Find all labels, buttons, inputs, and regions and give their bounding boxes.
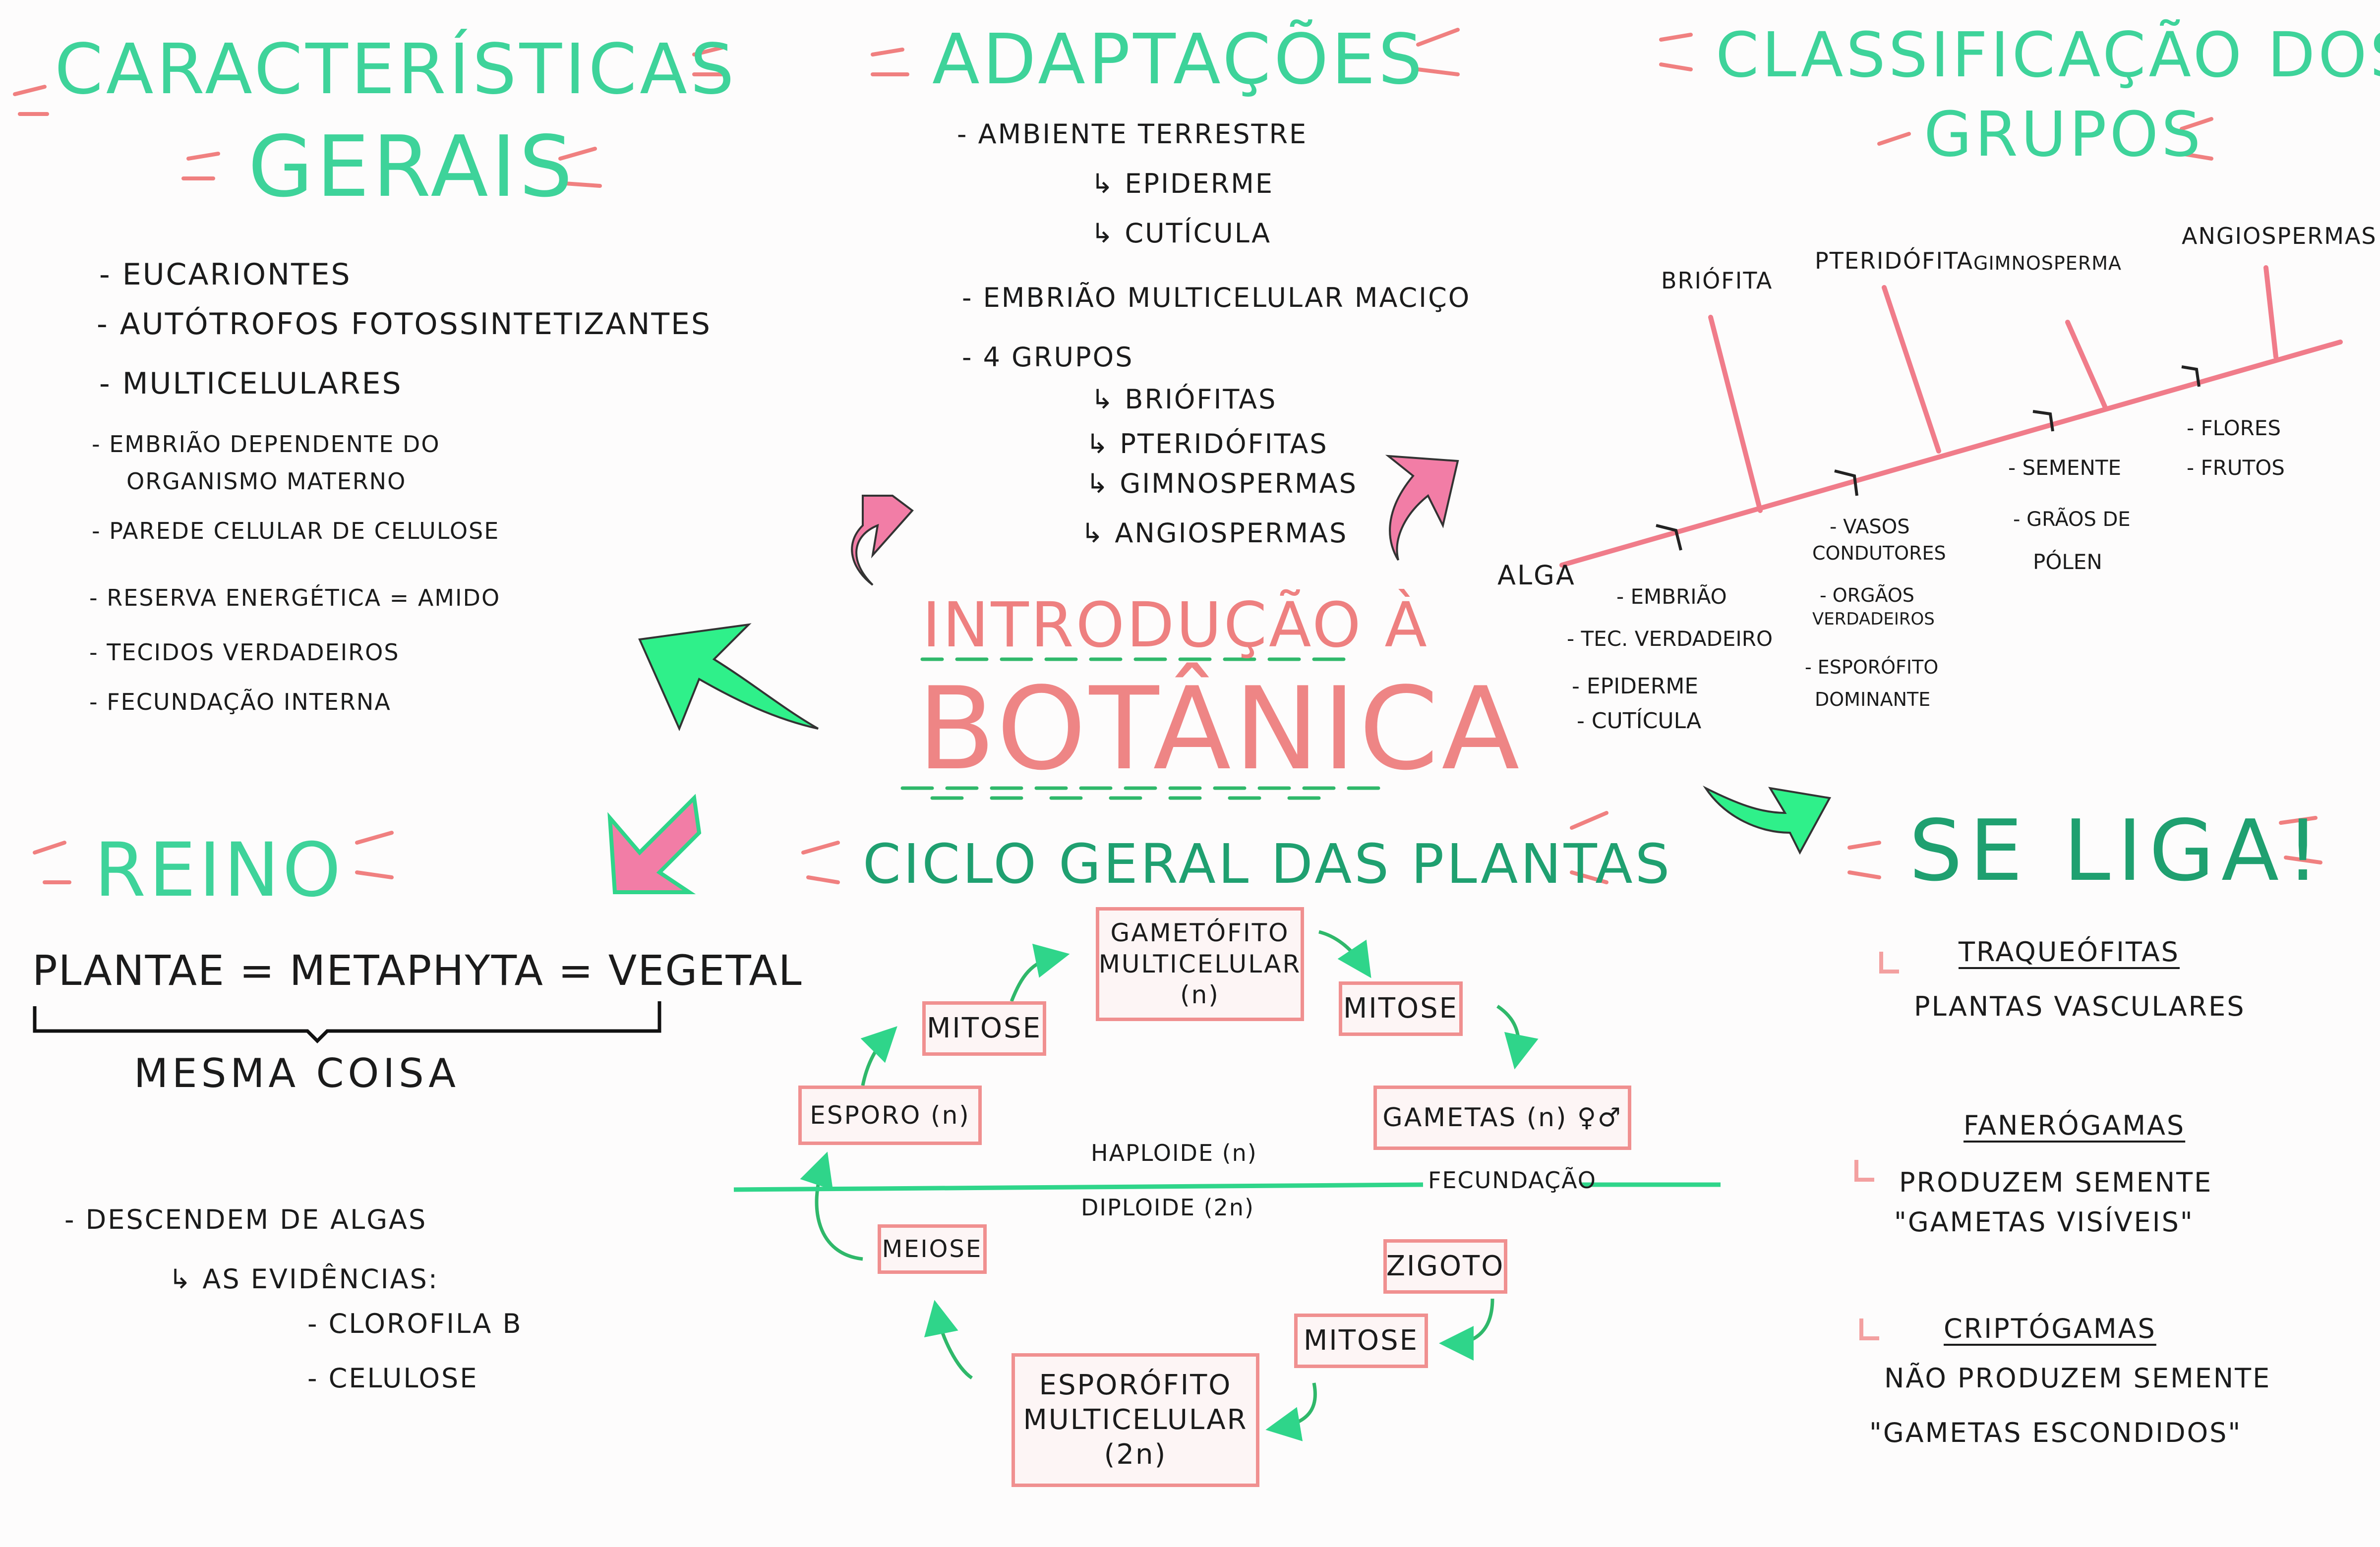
trait: - FRUTOS <box>2187 456 2285 480</box>
caracteristicas-item: - PAREDE CELULAR DE CELULOSE <box>92 517 500 544</box>
reino-descendem: - DESCENDEM DE ALGAS <box>64 1204 427 1235</box>
box-gametas: GAMETAS (n) ♀♂ <box>1373 1086 1631 1150</box>
reino-equation: PLANTAE = METAPHYTA = VEGETAL <box>32 946 803 995</box>
arrow-bullet-icon <box>1854 1160 1874 1182</box>
haploid-diploid-line <box>733 1182 1721 1192</box>
traqueofitas-desc: PLANTAS VASCULARES <box>1914 991 2246 1022</box>
trait: - CUTÍCULA <box>1577 708 1702 734</box>
arrow-bottom-right-green <box>1703 785 1832 855</box>
adaptacoes-item: - EMBRIÃO MULTICELULAR MACIÇO <box>962 282 1471 313</box>
seliga-title: SE LIGA! <box>1909 802 2327 900</box>
classificacao-title-line1: CLASSIFICAÇÃO DOS <box>1716 19 2380 91</box>
center-dashes <box>900 657 1380 800</box>
caracteristicas-item: - EMBRIÃO DEPENDENTE DO <box>92 431 440 458</box>
adaptacoes-item: ↳ ANGIOSPERMAS <box>1081 517 1348 549</box>
arrow-top-right <box>1385 455 1459 561</box>
reino-evidence-item: - CELULOSE <box>307 1363 478 1394</box>
box-gametofito: GAMETÓFITO MULTICELULAR (n) <box>1096 907 1304 1021</box>
adaptacoes-item: - AMBIENTE TERRESTRE <box>957 118 1308 150</box>
box-esporo: ESPORO (n) <box>798 1086 982 1145</box>
adaptacoes-item: ↳ EPIDERME <box>1091 168 1274 199</box>
trait: DOMINANTE <box>1815 688 1931 710</box>
trait: - ORGÃOS <box>1820 584 1914 606</box>
reino-same: MESMA COISA <box>134 1050 460 1096</box>
label-fecundacao: FECUNDAÇÃO <box>1428 1167 1597 1194</box>
group-label-pteridofita: PTERIDÓFITA <box>1815 247 1974 274</box>
trait: VERDADEIROS <box>1812 609 1935 629</box>
label-diploide: DIPLOIDE (2n) <box>1081 1194 1254 1221</box>
caracteristicas-item: - RESERVA ENERGÉTICA = AMIDO <box>89 584 501 611</box>
caracteristicas-title-line2: GERAIS <box>248 118 576 216</box>
caracteristicas-item: - AUTÓTROFOS FOTOSSINTETIZANTES <box>97 307 712 342</box>
reino-brace <box>33 1001 661 1043</box>
trait: - EPIDERME <box>1572 674 1699 699</box>
arrow-bullet-icon <box>1859 1318 1879 1340</box>
trait: - GRÃOS DE <box>2013 508 2131 531</box>
box-mitose-bottom: MITOSE <box>1294 1314 1428 1368</box>
trait: CONDUTORES <box>1812 542 1946 564</box>
traqueofitas-title: TRAQUEÓFITAS <box>1959 936 2180 968</box>
box-esporofito: ESPORÓFITO MULTICELULAR (2n) <box>1012 1353 1259 1487</box>
arrow-top-left <box>851 495 914 586</box>
caracteristicas-title-line1: CARACTERÍSTICAS <box>55 29 737 110</box>
adaptacoes-item: ↳ BRIÓFITAS <box>1091 384 1277 415</box>
arrow-left-green <box>638 623 819 732</box>
center-title-line1: INTRODUÇÃO À <box>922 589 1429 661</box>
trait: - VASOS <box>1830 516 1910 538</box>
adaptacoes-item: - 4 GRUPOS <box>962 342 1134 373</box>
reino-title: REINO <box>94 827 344 914</box>
cycle-arrows <box>800 930 1539 1441</box>
classificacao-title-line2: GRUPOS <box>1924 99 2204 171</box>
reino-evidence-item: - CLOROFILA B <box>307 1308 523 1339</box>
adaptacoes-title: ADAPTAÇÕES <box>932 19 1426 100</box>
cladogram-root: ALGA <box>1497 560 1576 591</box>
caracteristicas-item: - TECIDOS VERDADEIROS <box>89 639 400 666</box>
adaptacoes-item: ↳ CUTÍCULA <box>1091 218 1272 249</box>
fanerogamas-line2: "GAMETAS VISÍVEIS" <box>1894 1206 2194 1238</box>
fanerogamas-title: FANERÓGAMAS <box>1964 1110 2186 1141</box>
criptogamas-title: CRIPTÓGAMAS <box>1944 1313 2156 1344</box>
caracteristicas-item: ORGANISMO MATERNO <box>126 468 407 495</box>
criptogamas-line1: NÃO PRODUZEM SEMENTE <box>1884 1363 2271 1394</box>
cladogram-ticks <box>1656 365 2201 551</box>
trait: - TEC. VERDADEIRO <box>1567 627 1773 651</box>
title-dashes <box>13 28 2322 884</box>
adaptacoes-item: ↳ PTERIDÓFITAS <box>1086 428 1328 459</box>
trait: - ESPORÓFITO <box>1805 656 1939 678</box>
reino-evidencias: ↳ AS EVIDÊNCIAS: <box>169 1263 439 1295</box>
ciclo-title: CICLO GERAL DAS PLANTAS <box>863 832 1672 896</box>
caracteristicas-item: - FECUNDAÇÃO INTERNA <box>89 688 391 715</box>
cladogram-lines <box>1559 265 2343 568</box>
group-label-briofita: BRIÓFITA <box>1661 267 1773 294</box>
trait: PÓLEN <box>2033 550 2102 574</box>
trait: - SEMENTE <box>2008 456 2122 480</box>
trait: - EMBRIÃO <box>1616 584 1727 609</box>
group-label-gimnosperma: GIMNOSPERMA <box>1973 252 2122 274</box>
caracteristicas-item: - EUCARIONTES <box>99 257 352 292</box>
adaptacoes-item: ↳ GIMNOSPERMAS <box>1086 468 1358 499</box>
label-haploide: HAPLOIDE (n) <box>1091 1140 1257 1166</box>
box-mitose-right: MITOSE <box>1339 981 1463 1036</box>
group-label-angiospermas: ANGIOSPERMAS <box>2182 223 2377 249</box>
arrow-bottom-left <box>607 794 702 894</box>
fanerogamas-line1: PRODUZEM SEMENTE <box>1899 1167 2213 1198</box>
arrow-bullet-icon <box>1879 952 1899 974</box>
center-title-line2: BOTÂNICA <box>917 663 1523 796</box>
box-zigoto: ZIGOTO <box>1383 1239 1507 1294</box>
box-meiose: MEIOSE <box>878 1224 987 1274</box>
trait: - FLORES <box>2187 416 2281 440</box>
caracteristicas-item: - MULTICELULARES <box>99 366 403 401</box>
box-mitose-left: MITOSE <box>922 1001 1046 1056</box>
criptogamas-line2: "GAMETAS ESCONDIDOS" <box>1869 1417 2242 1448</box>
